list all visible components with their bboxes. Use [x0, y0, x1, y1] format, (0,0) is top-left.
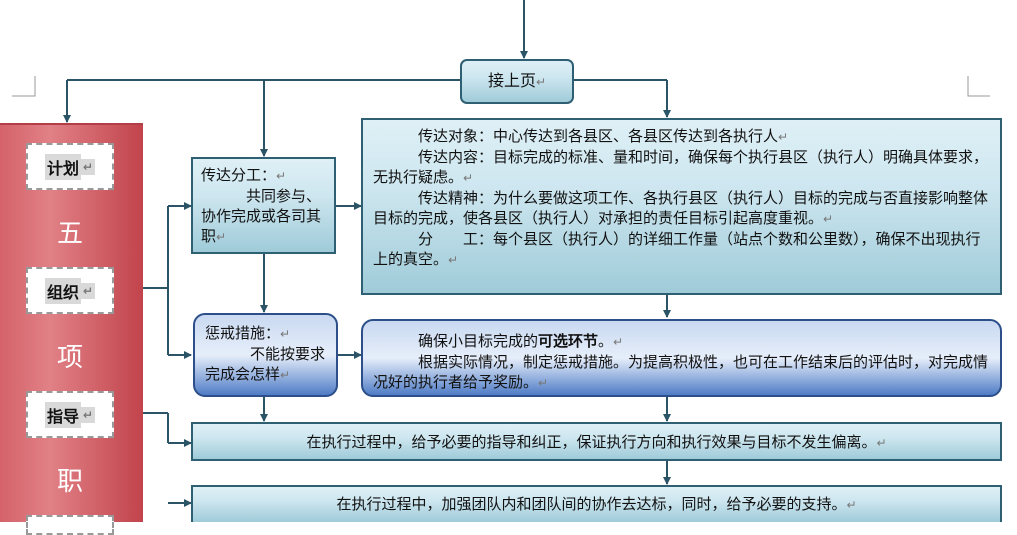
top-box-label: 接上页 — [487, 71, 536, 90]
guidance-box: 在执行过程中，给予必要的指导和纠正，保证执行方向和执行效果与目标不发生偏离。↵ — [191, 422, 1002, 461]
tag-partial — [26, 515, 114, 535]
guidance-text: 在执行过程中，给予必要的指导和纠正，保证执行方向和执行效果与目标不发生偏离。 — [306, 433, 877, 451]
vertical-char-item: 项 — [56, 343, 83, 373]
continued-from-previous-page-box: 接上页↵ — [460, 59, 574, 104]
division-body: 共同参与、协作完成或各司其职 — [201, 187, 322, 245]
optional-line2: 根据实际情况，制定惩戒措施。为提高积极性，也可在工作结束后的评估时，对完成情况好… — [373, 353, 989, 391]
support-box: 在执行过程中，加强团队内和团队间的协作去达标，同时，给予必要的支持。↵ — [191, 485, 1002, 522]
five-functions-column: 计划↵ 五 组织↵ 项 指导↵ 职 — [0, 123, 143, 535]
tag-plan-label: 计划 — [44, 153, 81, 180]
detail-line-target: 传达对象：中心传达到各县区、各县区传达到各执行人 — [418, 127, 779, 145]
tag-organize-label: 组织 — [44, 277, 81, 304]
detail-line-division: 分 工：每个县区（执行人）的详细工作量（站点个数和公里数），确保不出现执行上的真… — [373, 230, 981, 268]
optional-line1-suffix: 。 — [598, 332, 614, 350]
division-title: 传达分工： — [201, 166, 277, 184]
vertical-char-duty: 职 — [56, 467, 83, 497]
optional-line1-bold: 可选环节 — [538, 332, 599, 350]
detail-line-content: 传达内容：目标完成的标准、量和时间，确保每个执行县区（执行人）明确具体要求，无执… — [373, 148, 989, 186]
communication-detail-box: 传达对象：中心传达到各县区、各县区传达到各执行人↵ 传达内容：目标完成的标准、量… — [361, 118, 1002, 295]
vertical-char-five: 五 — [56, 219, 83, 249]
tag-organize: 组织↵ — [26, 267, 114, 314]
tag-plan: 计划↵ — [26, 143, 114, 190]
optional-line1-prefix: 确保小目标完成的 — [418, 332, 539, 350]
penalty-title: 惩戒措施： — [205, 324, 281, 342]
penalty-body: 不能按要求完成会怎样 — [205, 345, 326, 383]
tag-guide-label: 指导 — [44, 401, 81, 428]
support-text: 在执行过程中，加强团队内和团队间的协作去达标，同时，给予必要的支持。 — [336, 495, 847, 513]
optional-step-box: 确保小目标完成的可选环节。↵ 根据实际情况，制定惩戒措施。为提高积极性，也可在工… — [361, 319, 1002, 397]
division-box: 传达分工：↵ 共同参与、协作完成或各司其职↵ — [191, 157, 336, 254]
tag-guide: 指导↵ — [26, 391, 114, 438]
penalty-measures-box: 惩戒措施：↵ 不能按要求完成会怎样↵ — [193, 313, 338, 397]
detail-line-spirit: 传达精神：为什么要做这项工作、各执行县区（执行人）目标的完成与否直接影响整体目标… — [373, 189, 989, 227]
